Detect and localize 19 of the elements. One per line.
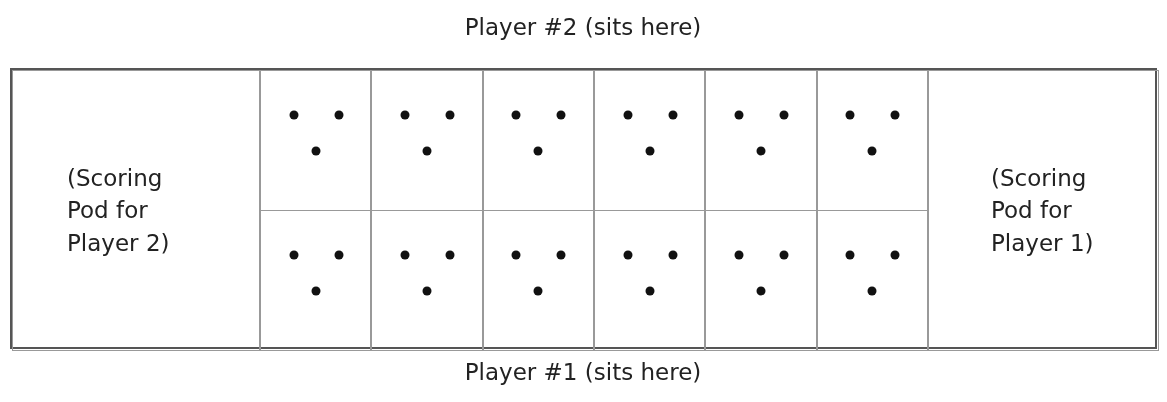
game-board xyxy=(10,68,1157,349)
pod-label: (Scoring Pod for Player 1) xyxy=(991,164,1095,258)
pit xyxy=(371,210,483,351)
pod-label: (Scoring Pod for Player 2) xyxy=(67,164,171,258)
pit xyxy=(371,70,483,211)
pit xyxy=(260,70,372,211)
pit xyxy=(816,70,928,211)
pit xyxy=(594,70,706,211)
pit xyxy=(594,210,706,351)
player-label: Player #1 (sits here) xyxy=(464,359,702,385)
player-label: Player #2 (sits here) xyxy=(464,14,702,40)
pit xyxy=(705,70,817,211)
scoring-pod xyxy=(12,70,260,351)
pit xyxy=(816,210,928,351)
pit xyxy=(482,70,594,211)
pit xyxy=(260,210,372,351)
scoring-pod xyxy=(928,70,1159,351)
pit xyxy=(705,210,817,351)
pit xyxy=(482,210,594,351)
